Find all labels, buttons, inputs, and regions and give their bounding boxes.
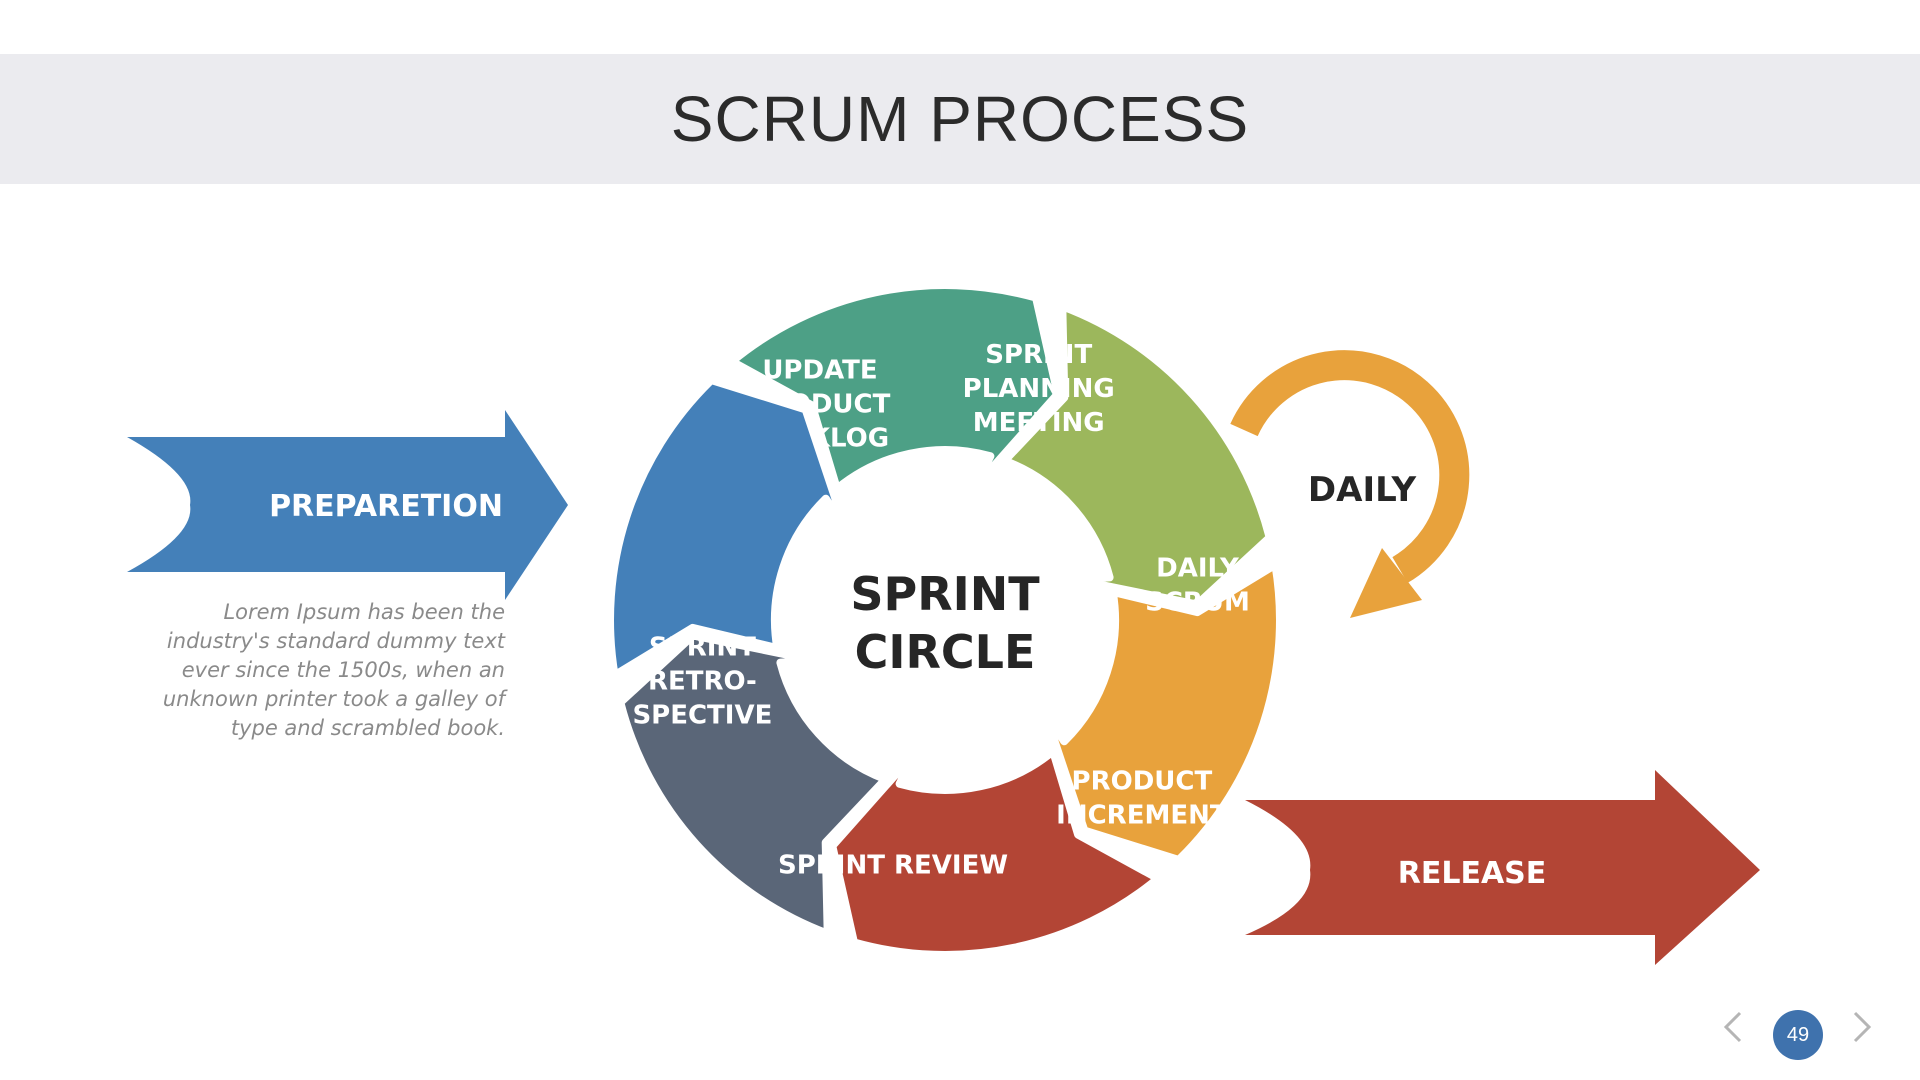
- segment-update-product-backlog: [727, 249, 1062, 493]
- chevron-left-icon: [1723, 1011, 1742, 1043]
- segment-label-daily-scrum-line1: DAILY: [1156, 554, 1240, 584]
- segment-label-sprint-retro-spective-line2: RETRO-: [648, 667, 757, 697]
- center-label-line2: CIRCLE: [855, 625, 1036, 679]
- title-band: [0, 54, 1920, 184]
- prev-slide-button[interactable]: [1713, 1005, 1753, 1055]
- segment-sprint-planning-meeting: [1000, 302, 1307, 609]
- segment-label-sprint-planning-meeting-line2: PLANNING: [963, 374, 1115, 404]
- segment-label-sprint-planning-meeting-line1: SPRINT: [985, 340, 1092, 370]
- next-slide-button[interactable]: [1842, 1005, 1882, 1055]
- segment-sprint-review: [583, 631, 890, 938]
- segment-label-sprint-review-line1: SPRINT REVIEW: [778, 851, 1008, 881]
- segment-label-sprint-planning-meeting-line3: MEETING: [973, 408, 1105, 438]
- center-label-line1: SPRINT: [850, 567, 1040, 621]
- segment-label-update-product-backlog-line1: UPDATE: [762, 356, 877, 386]
- preparation-arrow: [127, 410, 568, 600]
- daily-loop-arc: [1230, 350, 1470, 583]
- segment-daily-scrum: [1040, 560, 1284, 878]
- release-arrow: [1245, 770, 1760, 965]
- sprint-cycle: UPDATEPRODUCTBACKLOGSPRINTPLANNINGMEETIN…: [583, 249, 1307, 991]
- daily-loop-arrowhead: [1350, 548, 1422, 618]
- page-number-badge: 49: [1773, 1010, 1823, 1060]
- segment-label-daily-scrum-line2: SCRUM: [1145, 588, 1250, 618]
- preparation-label: PREPARETION: [269, 489, 503, 524]
- segment-label-product-increment-line2: INCREMENT: [1056, 800, 1228, 830]
- segment-product-increment: [828, 747, 1163, 991]
- daily-label: DAILY: [1308, 470, 1417, 510]
- release-label: RELEASE: [1398, 856, 1547, 891]
- chevron-right-icon: [1853, 1011, 1872, 1043]
- slide-title: SCRUM PROCESS: [670, 83, 1250, 155]
- segment-label-sprint-retro-spective-line1: SPRINT: [649, 633, 756, 663]
- description-text: Lorem Ipsum has been the industry's stan…: [162, 600, 505, 740]
- segment-label-product-increment-line1: PRODUCT: [1072, 766, 1213, 796]
- segment-label-sprint-retro-spective-line3: SPECTIVE: [632, 701, 772, 731]
- segment-sprint-retro-spective: [606, 362, 850, 680]
